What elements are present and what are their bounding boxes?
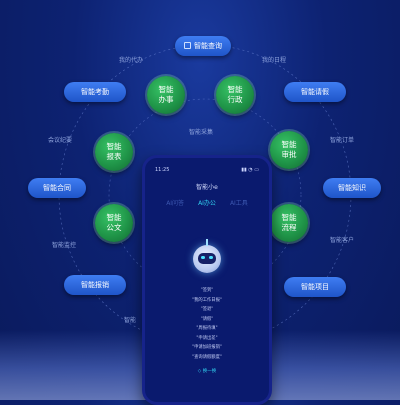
phone-title: 智能小e — [196, 184, 218, 191]
suggestion-item[interactable]: "我的工作日报" — [192, 297, 222, 303]
circle-xingzheng[interactable]: 智能 行政 — [216, 76, 254, 114]
suggestion-item[interactable]: "查询请假额度" — [192, 354, 222, 360]
pill-knowledge-label: 智能知识 — [338, 184, 366, 192]
pill-attendance-label: 智能考勤 — [81, 88, 109, 96]
pill-query[interactable]: 智能查询 — [175, 36, 231, 56]
pill-project-label: 智能项目 — [301, 283, 329, 291]
refresh-button[interactable]: ◇ 换一换 — [197, 369, 217, 374]
pill-reimburse-label: 智能报销 — [81, 281, 109, 289]
suggestion-item[interactable]: "签退" — [200, 307, 214, 312]
pill-attendance[interactable]: 智能考勤 — [64, 82, 126, 102]
suggestion-item[interactable]: "请假" — [200, 316, 214, 322]
phone-mockup: 11:25 ▮▮ ◔ ▭ 智能小e AI问答 AI办公 AI工具 "签到" "我… — [142, 155, 272, 405]
pill-query-label: 智能查询 — [194, 42, 222, 50]
pill-knowledge[interactable]: 智能知识 — [323, 178, 381, 198]
suggestion-item[interactable]: "签到" — [200, 288, 214, 293]
tab-ai-office[interactable]: AI办公 — [198, 200, 216, 207]
pill-contract[interactable]: 智能合同 — [28, 178, 86, 198]
label-dingdan: 智能订单 — [330, 137, 355, 144]
label-huiyi: 会议纪要 — [48, 137, 73, 144]
label-kehu: 智能客户 — [330, 237, 355, 244]
pill-leave-label: 智能请假 — [301, 88, 329, 96]
suggestion-item[interactable]: "申请出差" — [196, 335, 218, 341]
circle-baobiao[interactable]: 智能 报表 — [95, 133, 133, 171]
phone-tabs: AI问答 AI办公 AI工具 — [145, 198, 269, 207]
suggestion-item[interactable]: "周报待填" — [196, 326, 218, 331]
phone-time: 11:25 — [155, 167, 170, 173]
circle-gongwen[interactable]: 智能 公文 — [95, 204, 133, 242]
robot-eye-right — [209, 256, 213, 259]
signal-icon: ▮▮ ◔ ▭ — [241, 167, 259, 173]
robot-face — [198, 253, 216, 264]
circle-shenpi[interactable]: 智能 审批 — [270, 131, 308, 169]
robot-icon — [193, 239, 221, 273]
tab-ai-tools[interactable]: AI工具 — [229, 200, 248, 207]
pill-project[interactable]: 智能项目 — [284, 277, 346, 297]
suggestion-item[interactable]: "申请加班报销" — [192, 345, 222, 350]
query-icon — [184, 42, 191, 49]
label-daiban: 我的代办 — [119, 57, 144, 64]
label-jiankong: 智能监控 — [52, 242, 77, 249]
suggestion-list: "签到" "我的工作日报" "签退" "请假" "周报待填" "申请出差" "申… — [145, 286, 269, 362]
pill-contract-label: 智能合同 — [43, 184, 71, 192]
label-richeng: 我的日程 — [262, 57, 287, 64]
pill-reimburse[interactable]: 智能报销 — [64, 275, 126, 295]
circle-banshi[interactable]: 智能 办事 — [147, 76, 185, 114]
robot-eye-left — [201, 256, 205, 259]
label-bottom: 智能 — [124, 317, 137, 324]
label-caiji: 智能采集 — [189, 129, 214, 136]
tab-ai-qa[interactable]: AI问答 — [166, 200, 185, 207]
pill-leave[interactable]: 智能请假 — [284, 82, 346, 102]
robot-antenna — [206, 239, 208, 246]
circle-liucheng[interactable]: 智能 流程 — [270, 204, 308, 242]
